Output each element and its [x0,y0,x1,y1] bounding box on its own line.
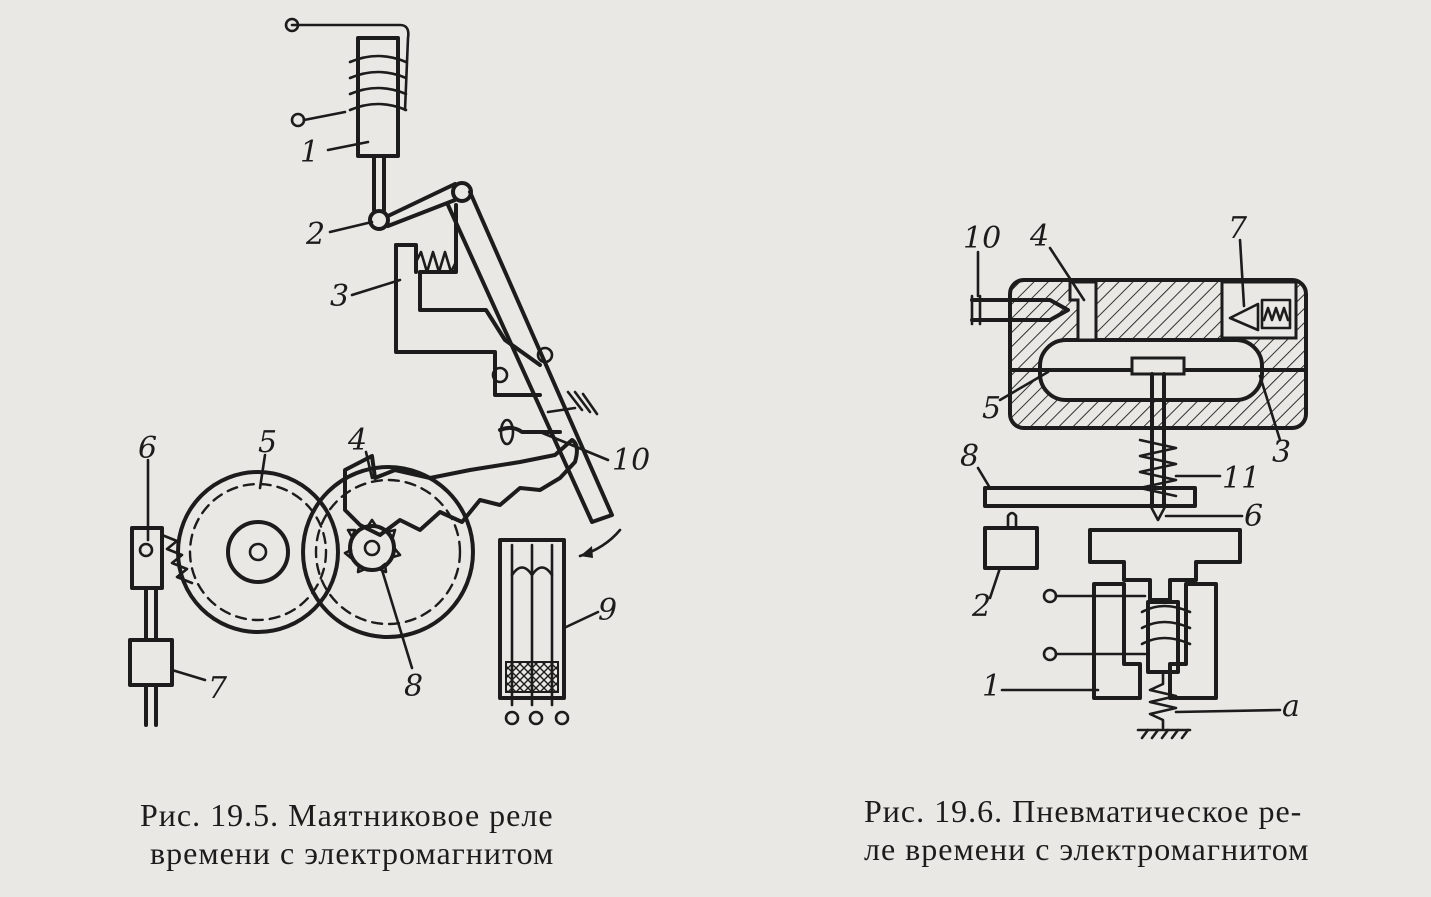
microswitch-2 [983,526,1039,570]
coil-wire [1054,594,1147,656]
diaphragm-plate [1130,356,1186,376]
pivot-6 [138,542,154,558]
air-channel-4 [1068,280,1098,342]
label-1: 1 [982,669,1001,704]
weight-7 [128,638,174,687]
leader [1048,246,1086,302]
screw-head [499,418,515,446]
label-3: 3 [330,279,349,314]
label-4: 4 [347,423,367,458]
valve-spring [1262,306,1290,322]
label-11: 11 [1222,461,1260,496]
caption-fig-19-5: Рис. 19.5. Маятниковое реле времени с эл… [140,796,660,872]
pendulum-arm [446,190,614,524]
leader [538,430,610,462]
terminal [1042,646,1058,662]
caption-fig-19-6: Рис. 19.6. Пневматическое ре- ле времени… [864,792,1404,868]
switch-button [1006,511,1018,530]
electromagnet-core [356,36,400,158]
label-3: 3 [1272,435,1291,470]
label-5: 5 [982,391,1001,426]
coil-turns [1140,604,1192,646]
caption-line-1: Рис. 19.6. Пневматическое ре- [864,793,1303,829]
valve-spring-box [1260,298,1292,330]
coil-wire [302,110,347,122]
needle-screw [970,298,1070,322]
leader [1238,238,1246,308]
rod [144,586,158,727]
ground-hatch [1140,728,1190,740]
roller [536,346,554,364]
label-10: 10 [612,443,650,478]
leader [350,278,402,297]
lever-arm [386,182,457,228]
label-4: 4 [1029,219,1049,254]
stem-tip [1148,503,1168,522]
plunger-rod [372,154,386,212]
bracket-outer [394,243,542,397]
pivot-2 [368,209,390,231]
screw-slot [970,294,982,326]
label-8: 8 [960,439,979,474]
label-7: 7 [208,671,228,706]
leader [562,610,600,630]
terminal [290,112,306,128]
wheel-5 [176,470,340,634]
label-2: 2 [305,217,325,252]
caption-line-1: Рис. 19.5. Маятниковое реле [140,797,554,833]
leader [988,566,1002,600]
label-8: 8 [404,669,423,704]
wheel-5-axle [248,542,268,562]
arrow-head [580,546,593,558]
leader [364,450,374,480]
gear-8 [343,518,402,574]
pendulum-relay-diagram: 1 2 3 4 5 6 7 8 9 10 [128,17,650,727]
leader [1258,374,1282,442]
spring-a [1148,670,1178,730]
caption-line-2: времени с электромагнитом [150,835,555,871]
coil-wire [290,23,410,112]
escape-wheel-pitch [314,478,462,626]
anchor-4 [343,438,579,537]
label-2: 2 [971,589,991,624]
rack-teeth [160,533,194,585]
spring-3 [414,250,458,274]
label-9: 9 [598,593,617,628]
wheel-5-hub [226,520,290,584]
leader [326,140,370,152]
check-valve-7 [1228,302,1260,332]
label-10: 10 [963,221,1001,256]
leader [1174,708,1282,714]
leader [998,370,1050,402]
bracket-top [394,243,418,274]
caption-line-2: ле времени с электромагнитом [864,831,1310,867]
contact-unit-9 [498,538,570,726]
label-7: 7 [1228,211,1248,246]
label-6: 6 [138,431,157,466]
leader [170,668,207,682]
label-1: 1 [300,135,319,170]
magnet-core-right [1168,582,1218,700]
terminal [1042,588,1058,604]
label-5: 5 [258,425,277,460]
terminal [284,17,300,33]
magnet-core-left [1092,582,1142,700]
fixed-stop [546,390,599,416]
leader [976,466,992,490]
label-6: 6 [1244,499,1263,534]
leader [328,220,374,234]
pneumatic-relay-diagram: 10 4 7 5 3 11 6 8 2 1 a [960,211,1308,740]
escape-wheel [301,465,475,639]
leader [380,568,414,670]
wheel-5-pitch [188,482,328,622]
label-a: a [1282,689,1300,724]
bracket-inner [418,203,542,367]
roller [491,366,509,384]
leader [258,453,267,490]
rack-housing [130,526,164,590]
lever-8 [983,486,1197,508]
coil-turns [348,54,408,112]
